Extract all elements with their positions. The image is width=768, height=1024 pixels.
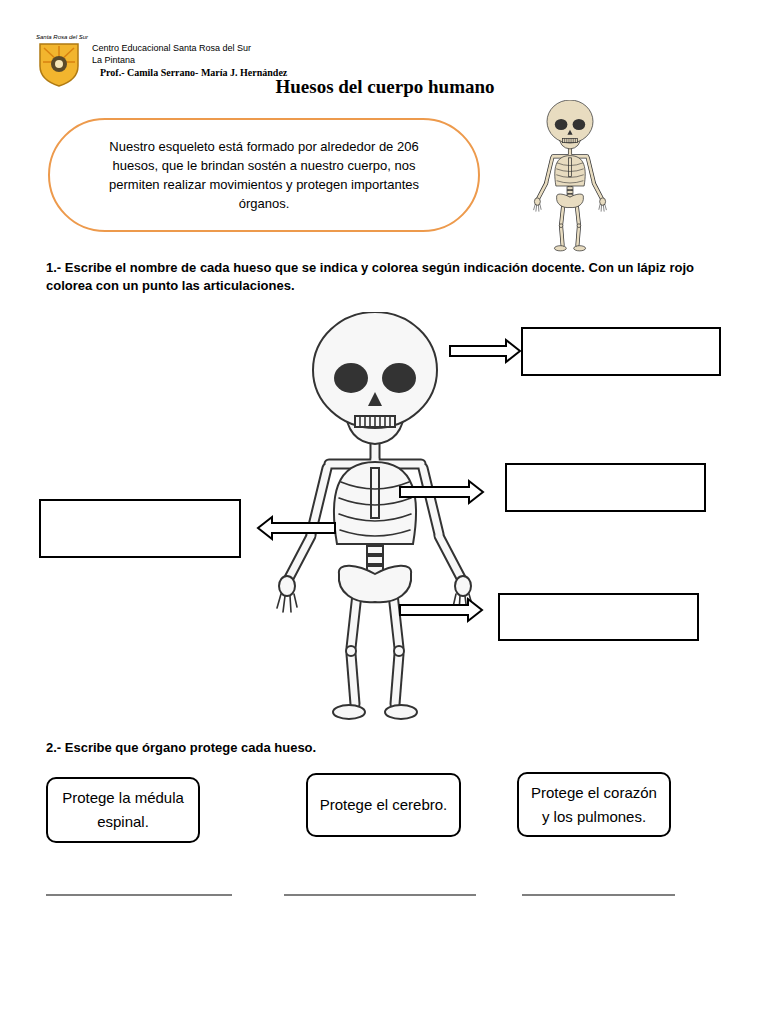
question-box: Protege la médula espinal.	[46, 777, 200, 843]
logo-caption: Santa Rosa del Sur	[36, 34, 88, 40]
school-commune: La Pintana	[92, 55, 135, 65]
answer-lines	[46, 894, 675, 895]
instruction-text: 1.- Escribe el nombre de cada hueso que …	[46, 259, 736, 295]
instruction-text: 2.- Escribe que órgano protege cada hues…	[46, 740, 646, 755]
pointer-arrows	[258, 340, 520, 621]
small-skeleton	[534, 100, 607, 251]
school-name: Centro Educacional Santa Rosa del Sur	[92, 43, 251, 53]
teacher-names: Prof.- Camila Serrano- María J. Hernánde…	[100, 67, 287, 78]
box-text: Protege el cerebro.	[320, 793, 448, 817]
question-box: Protege el corazón y los pulmones.	[517, 772, 671, 837]
info-oval: Nuestro esqueleto está formado por alred…	[48, 118, 480, 232]
worksheet-title: Huesos del cuerpo humano	[190, 76, 580, 98]
skeleton-figure	[277, 312, 473, 719]
answer-boxes	[40, 328, 720, 640]
box-text: Protege la médula espinal.	[58, 786, 188, 834]
box-text: Protege el corazón y los pulmones.	[529, 781, 659, 829]
box-text: Nuestro esqueleto está formado por alred…	[88, 137, 440, 213]
school-logo	[40, 44, 78, 86]
question-box: Protege el cerebro.	[306, 773, 461, 837]
